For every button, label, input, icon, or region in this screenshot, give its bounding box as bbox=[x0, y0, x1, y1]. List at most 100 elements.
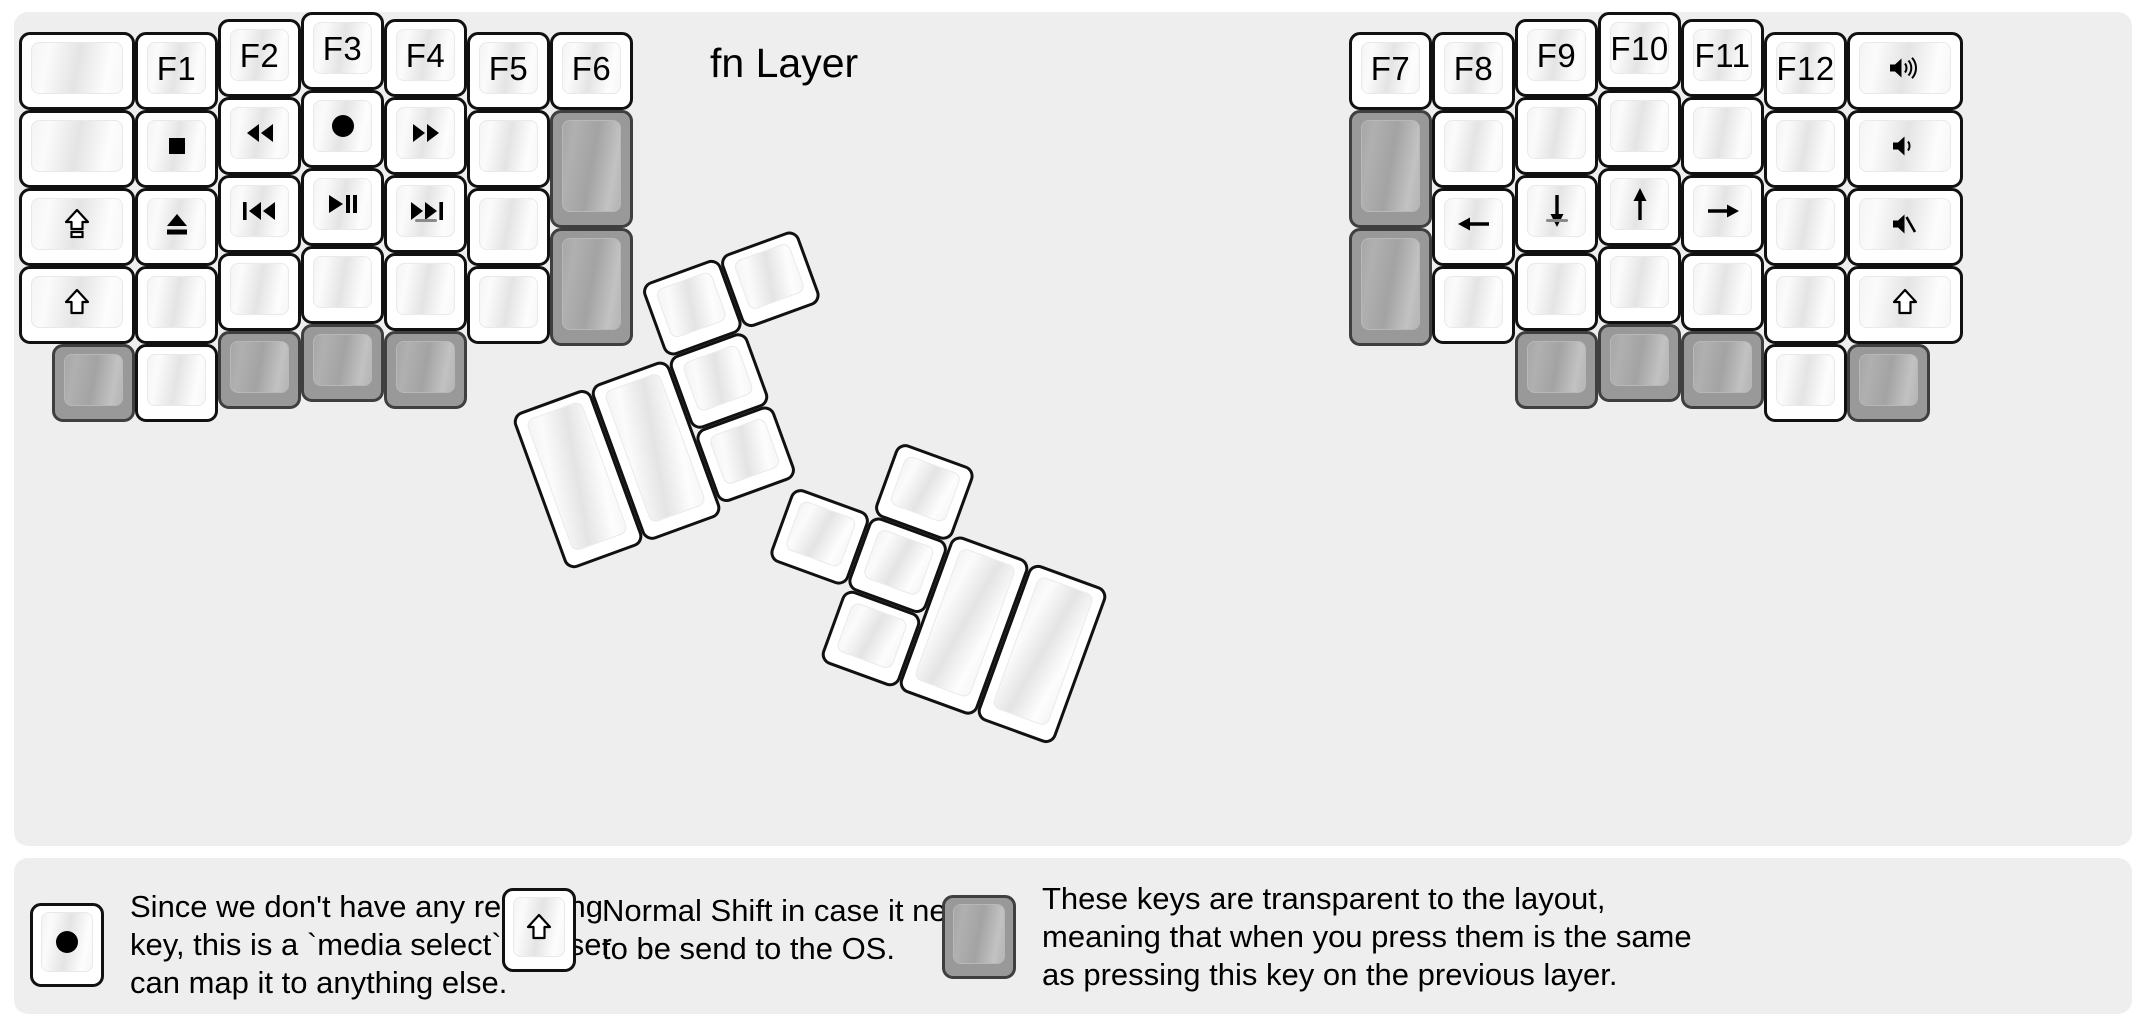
volume-up-icon bbox=[1887, 55, 1923, 81]
key-right-c5-r2[interactable] bbox=[1764, 188, 1847, 266]
key-right-c4-r2-arrow-right[interactable] bbox=[1681, 175, 1764, 253]
key-right-c2-r1[interactable] bbox=[1515, 97, 1598, 175]
media-next-track-icon bbox=[407, 200, 445, 222]
key-right-c1-r1[interactable] bbox=[1432, 110, 1515, 188]
key-label: F5 bbox=[488, 49, 529, 87]
key-right-c5-r4[interactable] bbox=[1764, 344, 1847, 422]
key-left-c0-r2-caps-lock[interactable] bbox=[19, 188, 135, 266]
key-left-c0-r0[interactable] bbox=[19, 32, 135, 110]
key-left-c1-r3[interactable] bbox=[135, 266, 218, 344]
keyboard-panel: fn Layer bbox=[14, 12, 2132, 846]
key-left-c4-r1-media-fast-forward[interactable] bbox=[384, 97, 467, 175]
media-previous-track-icon bbox=[241, 200, 279, 222]
key-left-c5-r2[interactable] bbox=[467, 188, 550, 266]
key-label: F9 bbox=[1536, 36, 1577, 74]
key-right-c5-r1[interactable] bbox=[1764, 110, 1847, 188]
key-left-c4-r4-transparent[interactable] bbox=[384, 331, 467, 409]
key-right-c6-r4-transparent[interactable] bbox=[1847, 344, 1930, 422]
volume-mute-icon bbox=[1890, 211, 1920, 237]
media-fast-forward-icon bbox=[409, 122, 443, 144]
key-left-c5-r1[interactable] bbox=[467, 110, 550, 188]
key-right-c2-r2-arrow-down[interactable] bbox=[1515, 175, 1598, 253]
key-right-c3-r3[interactable] bbox=[1598, 246, 1681, 324]
key-left-c6-r1-transparent[interactable] bbox=[550, 110, 633, 228]
key-right-c6-r2-volume-mute[interactable] bbox=[1847, 188, 1963, 266]
legend-item-0: Since we don't have any recording key, t… bbox=[30, 888, 612, 1001]
key-right-c6-r1-volume-down[interactable] bbox=[1847, 110, 1963, 188]
key-label: F12 bbox=[1776, 49, 1835, 87]
key-left-c4-r0-f4[interactable]: F4 bbox=[384, 19, 467, 97]
key-right-c2-r0-f9[interactable]: F9 bbox=[1515, 19, 1598, 97]
key-right-c5-r0-f12[interactable]: F12 bbox=[1764, 32, 1847, 110]
key-label: F2 bbox=[239, 36, 280, 74]
shift-icon bbox=[526, 913, 552, 941]
key-right-c0-r1-transparent[interactable] bbox=[1349, 110, 1432, 228]
key-left-c3-r3[interactable] bbox=[301, 246, 384, 324]
key-right-c6-r0-volume-up[interactable] bbox=[1847, 32, 1963, 110]
key-right-c5-r3[interactable] bbox=[1764, 266, 1847, 344]
media-stop-icon bbox=[165, 134, 189, 158]
key-right-c2-r3[interactable] bbox=[1515, 253, 1598, 331]
key-label: F11 bbox=[1694, 36, 1751, 74]
key-label: F10 bbox=[1610, 29, 1669, 67]
media-rewind-icon bbox=[243, 122, 277, 144]
key-label: F4 bbox=[405, 36, 446, 74]
key-left-c2-r0-f2[interactable]: F2 bbox=[218, 19, 301, 97]
key-right-c0-r0-f7[interactable]: F7 bbox=[1349, 32, 1432, 110]
homing-bar bbox=[1545, 219, 1568, 222]
arrow-down-icon bbox=[1545, 192, 1569, 230]
key-left-c1-r0-f1[interactable]: F1 bbox=[135, 32, 218, 110]
key-left-c2-r2-media-previous-track[interactable] bbox=[218, 175, 301, 253]
key-left-c6-r0-f6[interactable]: F6 bbox=[550, 32, 633, 110]
arrow-up-icon bbox=[1628, 185, 1652, 223]
key-right-c1-r0-f8[interactable]: F8 bbox=[1432, 32, 1515, 110]
key-left-c2-r1-media-rewind[interactable] bbox=[218, 97, 301, 175]
legend-key-media-record bbox=[30, 902, 104, 987]
key-left-c1-r4[interactable] bbox=[135, 344, 218, 422]
key-right-c4-r4-transparent[interactable] bbox=[1681, 331, 1764, 409]
legend-text-2: These keys are transparent to the layout… bbox=[1042, 881, 1692, 992]
legend-text-0: Since we don't have any recording key, t… bbox=[130, 889, 612, 1000]
key-left-c5-r3[interactable] bbox=[467, 266, 550, 344]
media-eject-icon bbox=[164, 211, 190, 237]
legend-key-transparent bbox=[942, 894, 1016, 979]
volume-down-icon bbox=[1890, 133, 1920, 159]
key-left-c1-r1-media-stop[interactable] bbox=[135, 110, 218, 188]
key-right-c3-r0-f10[interactable]: F10 bbox=[1598, 12, 1681, 90]
key-left-c4-r2-media-next-track[interactable] bbox=[384, 175, 467, 253]
key-right-c4-r0-f11[interactable]: F11 bbox=[1681, 19, 1764, 97]
media-record-icon bbox=[54, 929, 80, 955]
key-left-c2-r4-transparent[interactable] bbox=[218, 331, 301, 409]
key-left-c3-r4-transparent[interactable] bbox=[301, 324, 384, 402]
key-left-c2-r3[interactable] bbox=[218, 253, 301, 331]
key-right-c1-r2-arrow-left[interactable] bbox=[1432, 188, 1515, 266]
key-left-c3-r2-media-play-pause[interactable] bbox=[301, 168, 384, 246]
key-left-c0-r4-transparent[interactable] bbox=[52, 344, 135, 422]
key-left-c6-r2-transparent[interactable] bbox=[550, 228, 633, 346]
key-left-c5-r0-f5[interactable]: F5 bbox=[467, 32, 550, 110]
key-left-c0-r1[interactable] bbox=[19, 110, 135, 188]
key-label: F3 bbox=[322, 29, 363, 67]
caps-lock-icon bbox=[64, 208, 90, 240]
key-left-c4-r3[interactable] bbox=[384, 253, 467, 331]
key-left-c3-r1-media-record[interactable] bbox=[301, 90, 384, 168]
key-right-c3-r2-arrow-up[interactable] bbox=[1598, 168, 1681, 246]
key-right-c1-r3[interactable] bbox=[1432, 266, 1515, 344]
key-left-c3-r0-f3[interactable]: F3 bbox=[301, 12, 384, 90]
key-right-c4-r1[interactable] bbox=[1681, 97, 1764, 175]
key-right-c2-r4-transparent[interactable] bbox=[1515, 331, 1598, 409]
media-record-icon bbox=[330, 113, 356, 139]
key-right-c6-r3-shift[interactable] bbox=[1847, 266, 1963, 344]
legend-panel: Since we don't have any recording key, t… bbox=[14, 858, 2132, 1014]
media-play-pause-icon bbox=[326, 193, 360, 215]
key-right-c4-r3[interactable] bbox=[1681, 253, 1764, 331]
key-right-c3-r4-transparent[interactable] bbox=[1598, 324, 1681, 402]
key-label: F8 bbox=[1453, 49, 1494, 87]
key-right-c0-r2-transparent[interactable] bbox=[1349, 228, 1432, 346]
key-left-c1-r2-media-eject[interactable] bbox=[135, 188, 218, 266]
arrow-right-icon bbox=[1704, 199, 1742, 223]
arrow-left-icon bbox=[1455, 212, 1493, 236]
key-left-c0-r3-shift[interactable] bbox=[19, 266, 135, 344]
key-right-c3-r1[interactable] bbox=[1598, 90, 1681, 168]
